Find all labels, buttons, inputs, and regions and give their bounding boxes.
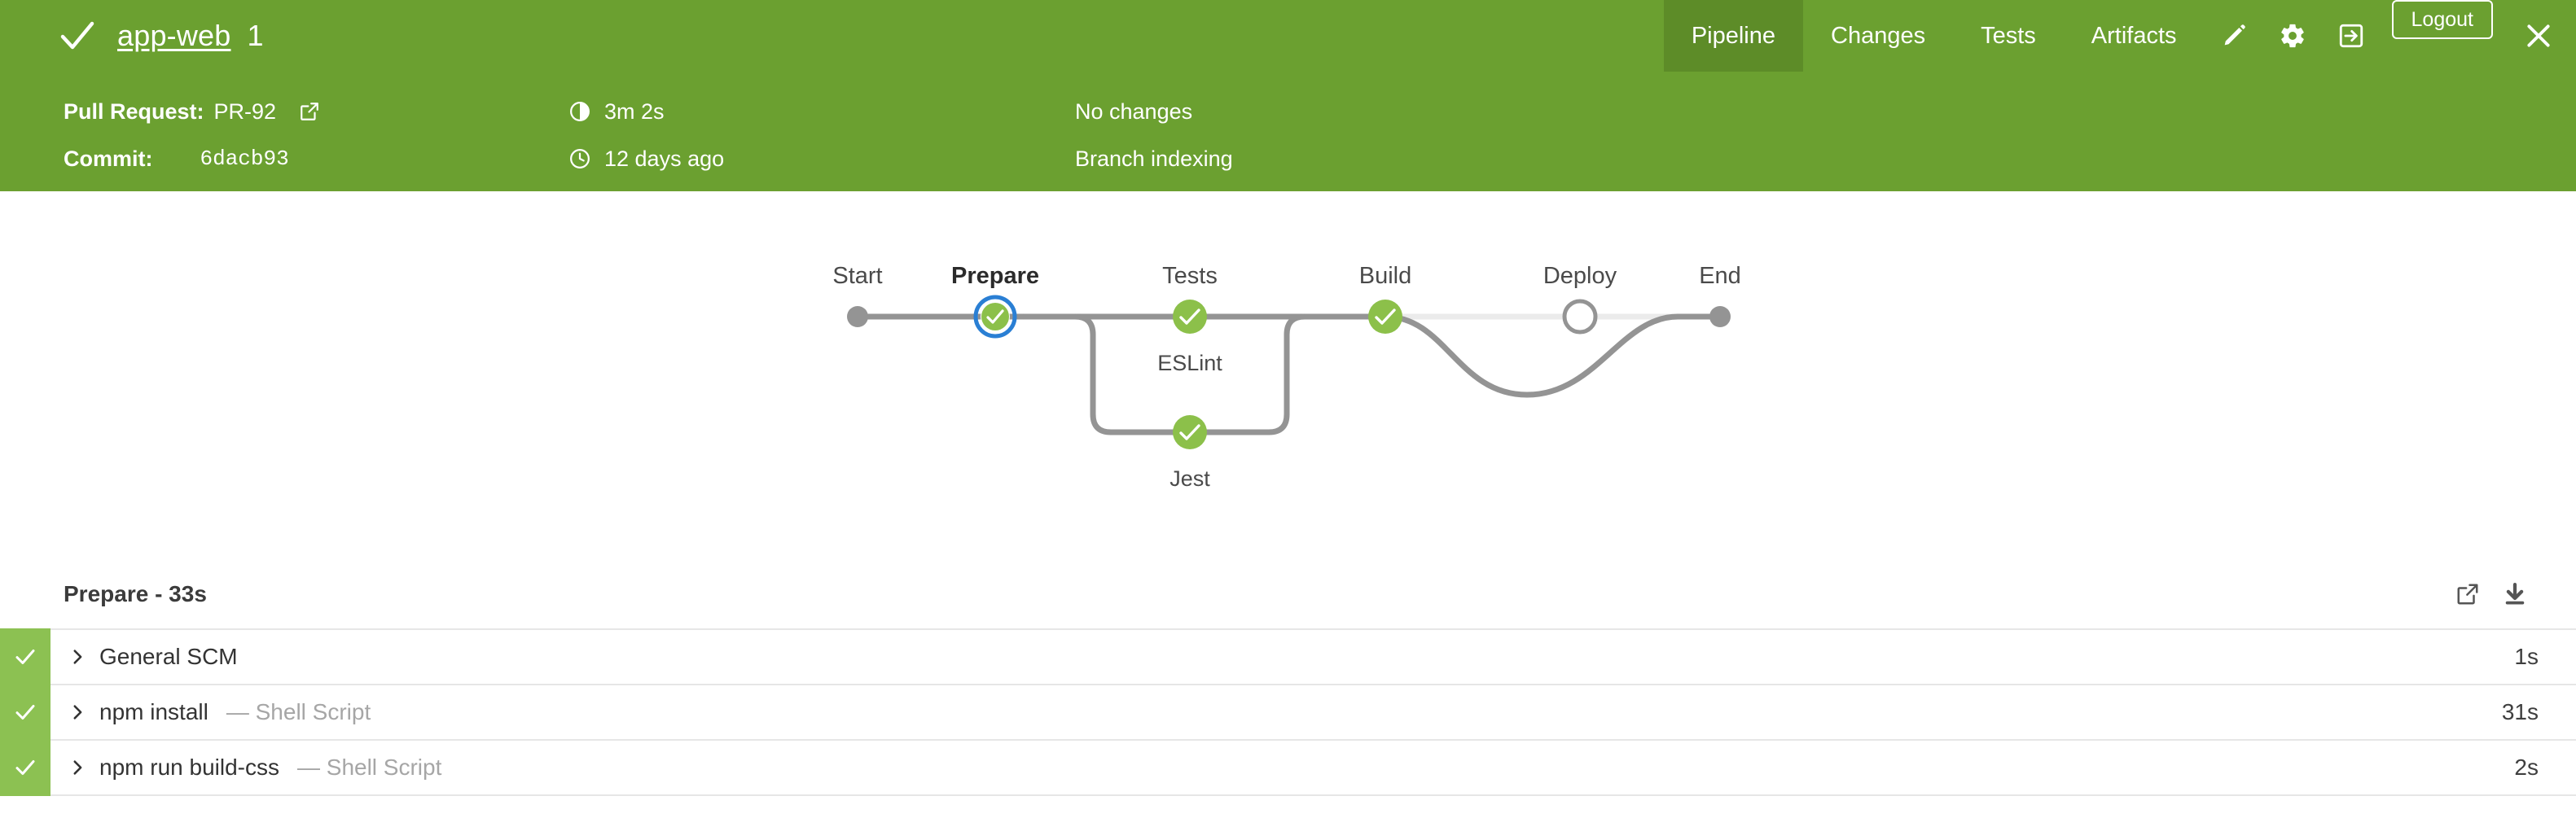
- steps-list: General SCM 1s npm install — Shell Scrip…: [0, 628, 2576, 796]
- login-arrow-icon[interactable]: [2322, 0, 2381, 72]
- gear-icon[interactable]: [2263, 0, 2322, 72]
- node-build-hit[interactable]: [1366, 297, 1405, 336]
- step-row-general-scm[interactable]: General SCM 1s: [0, 628, 2576, 685]
- step-row-npm-run-build-css[interactable]: npm run build-css — Shell Script 2s: [0, 739, 2576, 796]
- node-eslint-check-icon: [1179, 308, 1200, 325]
- step-name: npm install: [99, 699, 208, 724]
- node-deploy-hit[interactable]: [1560, 297, 1600, 336]
- meta-changes: No changes: [1075, 88, 1192, 135]
- step-name: npm run build-css: [99, 755, 279, 780]
- edge-split-to-jest: [1021, 313, 1193, 435]
- chevron-right-icon[interactable]: [59, 703, 96, 721]
- node-build: [1368, 300, 1402, 334]
- step-type: — Shell Script: [296, 755, 442, 780]
- time-value: 12 days ago: [604, 146, 725, 171]
- pipeline-graph-canvas: [847, 295, 1731, 449]
- meta-row-secondary: Commit: 6dacb93 12 days ago Branch index…: [0, 135, 2576, 182]
- node-start: [847, 306, 868, 327]
- node-label-eslint[interactable]: ESLint: [1157, 351, 1222, 375]
- steps-header: Prepare - 33s: [0, 570, 2576, 619]
- node-eslint: [1173, 300, 1207, 334]
- node-eslint-hit[interactable]: [1170, 297, 1209, 336]
- node-prepare-hit[interactable]: [974, 295, 1016, 338]
- run-header: app-web 1 Pipeline Changes Tests Artifac…: [0, 0, 2576, 191]
- node-jest: [1173, 415, 1207, 449]
- steps-actions: [2455, 570, 2527, 619]
- node-prepare-check-icon: [986, 309, 1004, 324]
- edit-pipeline-icon[interactable]: [2205, 0, 2263, 72]
- clock-icon: [568, 147, 591, 170]
- node-end: [1709, 306, 1731, 327]
- tab-changes[interactable]: Changes: [1831, 22, 1926, 49]
- open-logs-external-icon[interactable]: [2455, 582, 2480, 606]
- step-status-success-icon: [0, 739, 50, 796]
- step-row-npm-install[interactable]: npm install — Shell Script 31s: [0, 684, 2576, 741]
- meta-commit: Commit: 6dacb93: [64, 135, 289, 182]
- edge-deploy-bypass: [1382, 313, 1723, 398]
- pull-request-label: Pull Request:: [64, 98, 204, 124]
- run-number: 1: [247, 19, 264, 52]
- node-label-end: End: [1699, 263, 1741, 289]
- steps-panel: Prepare - 33s: [0, 570, 2576, 796]
- changes-value: No changes: [1075, 98, 1193, 124]
- run-meta: Pull Request: PR-92: [0, 72, 2576, 191]
- node-label-prepare[interactable]: Prepare: [950, 263, 1040, 289]
- meta-cause: Branch indexing: [1075, 135, 1233, 182]
- step-duration: 31s: [2501, 699, 2539, 724]
- pull-request-value: PR-92: [213, 98, 277, 124]
- node-prepare-selection-ring: [973, 295, 1017, 339]
- meta-row-primary: Pull Request: PR-92: [0, 88, 2576, 135]
- header-nav: Pipeline Changes Tests Artifacts: [1663, 0, 2576, 72]
- header-top-bar: app-web 1 Pipeline Changes Tests Artifac…: [0, 0, 2576, 72]
- step-name: General SCM: [99, 644, 238, 669]
- node-label-deploy[interactable]: Deploy: [1543, 263, 1617, 289]
- commit-value[interactable]: 6dacb93: [200, 147, 289, 171]
- step-type: — Shell Script: [226, 699, 371, 724]
- step-duration: 2s: [2514, 755, 2539, 780]
- duration-value: 3m 2s: [604, 98, 665, 124]
- node-build-check-icon: [1375, 308, 1396, 325]
- node-jest-check-icon: [1179, 424, 1200, 440]
- pipeline-name-link[interactable]: app-web: [117, 19, 231, 52]
- node-jest-hit[interactable]: [1170, 413, 1209, 452]
- header-identity: app-web 1: [0, 0, 264, 72]
- run-status-check-icon: [59, 17, 96, 55]
- step-status-success-icon: [0, 628, 50, 685]
- chevron-right-icon[interactable]: [59, 759, 96, 777]
- tab-pipeline[interactable]: Pipeline: [1663, 0, 1803, 72]
- close-icon[interactable]: [2501, 0, 2576, 72]
- chevron-right-icon[interactable]: [59, 648, 96, 666]
- meta-duration: 3m 2s: [568, 88, 665, 135]
- node-label-tests[interactable]: Tests: [1162, 263, 1218, 289]
- meta-time: 12 days ago: [568, 135, 724, 182]
- node-deploy: [1562, 299, 1598, 335]
- cause-value: Branch indexing: [1075, 146, 1233, 171]
- meta-pull-request: Pull Request: PR-92: [64, 88, 320, 135]
- tab-artifacts[interactable]: Artifacts: [2091, 22, 2177, 49]
- pipeline-graph: Start Prepare Tests Build Deploy End ESL…: [0, 191, 2576, 553]
- node-label-jest[interactable]: Jest: [1170, 466, 1210, 491]
- node-label-start: Start: [832, 263, 883, 289]
- tab-tests[interactable]: Tests: [1981, 22, 2036, 49]
- external-link-icon[interactable]: [299, 101, 320, 122]
- commit-label: Commit:: [64, 146, 153, 171]
- download-logs-icon[interactable]: [2503, 582, 2527, 606]
- logout-button[interactable]: Logout: [2391, 0, 2493, 39]
- duration-icon: [568, 100, 591, 123]
- step-duration: 1s: [2514, 644, 2539, 669]
- step-status-success-icon: [0, 684, 50, 741]
- steps-title: Prepare - 33s: [64, 581, 207, 606]
- edge-jest-to-build: [1187, 313, 1359, 435]
- node-label-build[interactable]: Build: [1358, 263, 1412, 289]
